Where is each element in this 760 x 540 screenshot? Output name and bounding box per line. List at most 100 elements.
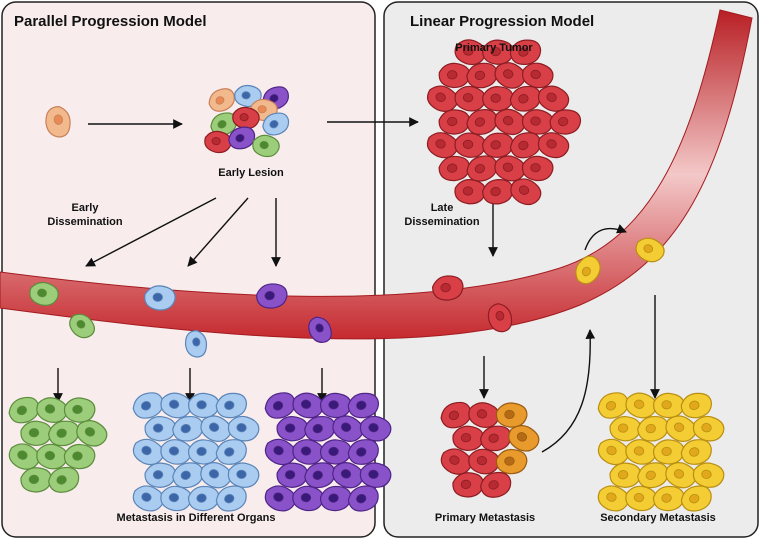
secondary-metastasis-cell <box>597 392 629 419</box>
primary-tumor-cell <box>549 109 582 135</box>
secondary-metastasis-cell <box>652 485 685 512</box>
early-lesion-cell <box>262 112 290 136</box>
secondary-metastasis-cell <box>692 415 725 442</box>
metastasis-green <box>63 397 96 423</box>
metastasis-blue <box>227 462 260 488</box>
metastasis-blue <box>160 439 192 465</box>
secondary-metastasis-cell <box>652 392 685 419</box>
secondary-metastasis-label: Secondary Metastasis <box>600 512 716 524</box>
metastasis-blue <box>132 438 165 466</box>
primary-tumor-label: Primary Tumor <box>455 42 533 54</box>
primary-tumor-cell <box>438 155 471 182</box>
primary-tumor-cell <box>481 179 514 205</box>
primary-tumor-cell <box>510 178 542 206</box>
metastasis-purple <box>264 392 296 419</box>
circulating-cell-blue <box>144 285 176 311</box>
early-lesion-cell <box>232 106 260 130</box>
metastasis-purple <box>276 416 309 442</box>
secondary-metastasis-cell <box>692 462 725 488</box>
metastasis-blue <box>144 462 177 488</box>
early-dissemination-label: Early Dissemination <box>47 202 123 228</box>
primary-tumor-cell <box>438 62 471 89</box>
early-lesion-cell <box>204 130 232 154</box>
extravasating-cell-red <box>487 303 513 333</box>
primary-metastasis-cell <box>452 425 484 452</box>
metastasis-blue <box>227 415 260 442</box>
extravasating-cell-blue <box>184 330 208 358</box>
cells-layer <box>8 39 725 512</box>
extravasating-cell-purple <box>308 316 332 343</box>
arrows <box>53 117 660 453</box>
metastasis-green <box>47 420 80 447</box>
linear-model-title: Linear Progression Model <box>410 13 595 30</box>
circulating-cell-green <box>29 281 59 306</box>
secondary-metastasis-cell <box>680 439 712 465</box>
primary-tumor-cell <box>454 179 486 205</box>
circulating-cell-yellow-1 <box>575 255 601 285</box>
early-lesion-label: Early Lesion <box>218 167 284 179</box>
primary-metastasis-label: Primary Metastasis <box>434 512 536 524</box>
extravasating-cell-green <box>69 313 95 339</box>
metastasis-purple <box>276 462 309 488</box>
metastasis-purple <box>292 439 324 465</box>
early-lesion-cell <box>228 126 256 150</box>
metastasis-purple <box>347 439 379 465</box>
primary-tumor-cell <box>494 155 526 182</box>
secondary-metastasis-cell <box>680 485 712 512</box>
primary-metastasis-cell <box>495 402 528 428</box>
metastasis-green <box>63 443 96 470</box>
primary-tumor-cell <box>482 86 514 112</box>
circulating-cell-purple <box>256 283 288 309</box>
primary-tumor-cell <box>509 132 541 159</box>
secondary-metastasis-cell <box>680 392 713 419</box>
secondary-metastasis-cell <box>653 439 685 465</box>
metastasis-green <box>20 420 52 447</box>
secondary-metastasis-cell <box>609 416 642 442</box>
metastasis-blue <box>187 485 220 512</box>
primary-metastasis-cell <box>508 425 540 452</box>
metastasis-purple <box>332 415 364 443</box>
primary-tumor-cell <box>521 155 554 182</box>
primary-tumor-cell <box>494 62 526 89</box>
metastasis-blue <box>200 415 232 443</box>
primary-tumor-cell <box>466 109 498 135</box>
early-lesion-cell <box>252 134 280 158</box>
early-lesion-cell <box>208 88 235 112</box>
primary-tumor-cell <box>426 132 459 159</box>
circulating-cell-red <box>432 275 464 301</box>
parallel-model-title: Parallel Progression Model <box>14 13 207 30</box>
metastasis-organs-label: Metastasis in Different Organs <box>116 512 276 524</box>
metastasis-purple <box>359 415 392 442</box>
primary-tumor-cell <box>537 132 570 159</box>
metastasis-blue <box>160 392 192 419</box>
primary-metastasis-cell <box>495 448 528 475</box>
secondary-metastasis-cell <box>637 462 669 489</box>
metastasis-green <box>76 420 108 447</box>
metastasis-blue <box>144 416 177 442</box>
metastasis-purple <box>319 392 352 419</box>
metastasis-green <box>48 466 80 493</box>
primary-tumor-cell <box>509 39 542 65</box>
circulating-cell-yellow-2 <box>635 237 665 263</box>
blood-vessel <box>0 9 753 340</box>
primary-metastasis-cell <box>480 471 512 498</box>
metastasis-blue <box>132 485 165 512</box>
primary-tumor-cell <box>466 155 498 182</box>
primary-metastasis-cell <box>440 448 472 475</box>
primary-tumor-cell <box>537 85 570 112</box>
primary-tumor-cell <box>426 85 459 112</box>
primary-tumor-cell <box>438 109 471 135</box>
primary-tumor-cell <box>521 62 554 89</box>
secondary-metastasis-cell <box>597 438 630 466</box>
metastasis-purple <box>332 462 364 489</box>
secondary-metastasis-cell <box>625 439 657 465</box>
early-lesion-cell <box>234 84 262 107</box>
metastasis-purple <box>347 392 380 419</box>
metastasis-green <box>36 397 68 423</box>
metastasis-blue <box>215 439 247 465</box>
metastasis-blue <box>215 392 248 419</box>
secondary-metastasis-cell <box>665 415 697 443</box>
metastasis-blue <box>172 462 204 489</box>
